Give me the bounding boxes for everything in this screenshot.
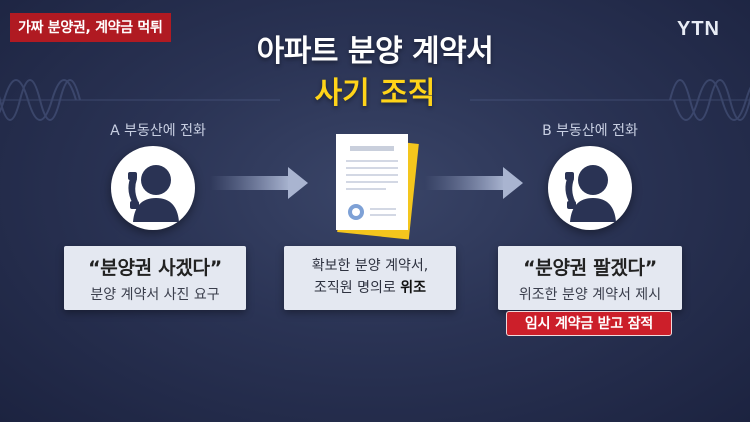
- headline-subtitle: 사기 조직: [314, 76, 436, 111]
- caller-a-label: A 부동산에 전화: [110, 123, 206, 139]
- forgery-line-1: 확보한 분양 계약서,: [311, 258, 429, 274]
- sound-wave-decoration-left: [0, 79, 280, 121]
- arrow-right-icon: [210, 167, 308, 199]
- broadcaster-logo: YTN: [677, 18, 720, 40]
- forgery-keyword: 위조: [400, 280, 426, 296]
- forgery-line-2-prefix: 조직원 명의로: [314, 280, 401, 296]
- headline-title: 아파트 분양 계약서: [256, 34, 494, 69]
- phone-caller-icon: [548, 146, 632, 230]
- forgery-line-2: 조직원 명의로 위조: [284, 277, 456, 299]
- contract-document-icon: [336, 134, 419, 240]
- caller-b-label: B 부동산에 전화: [542, 123, 638, 139]
- buyer-request-text: 분양 계약서 사진 요구: [90, 287, 220, 303]
- sound-wave-decoration-right: [470, 79, 750, 121]
- buyer-quote: “분양권 사겠다”: [88, 257, 222, 279]
- forgery-card: 확보한 분양 계약서, 조직원 명의로 위조: [284, 246, 456, 310]
- deposit-flee-badge: 임시 계약금 받고 잠적: [506, 311, 672, 336]
- seller-pretend-card: “분양권 팔겠다” 위조한 분양 계약서 제시: [498, 246, 682, 310]
- seller-action-text: 위조한 분양 계약서 제시: [518, 287, 662, 303]
- arrow-right-icon: [425, 167, 523, 199]
- phone-caller-icon: [111, 146, 195, 230]
- buyer-pretend-card: “분양권 사겠다” 분양 계약서 사진 요구: [64, 246, 246, 310]
- news-topic-tag: 가짜 분양권, 계약금 먹튀: [10, 13, 171, 42]
- seller-quote: “분양권 팔겠다”: [523, 257, 657, 279]
